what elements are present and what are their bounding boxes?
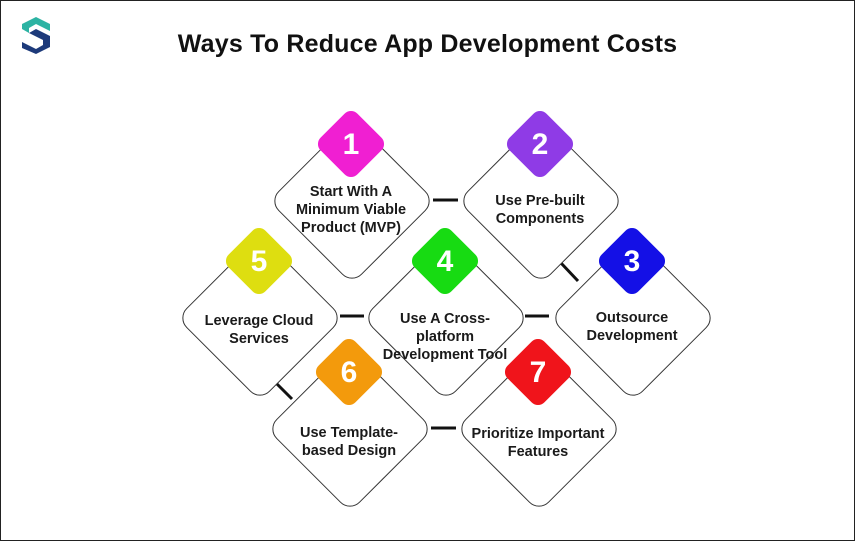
step-number-1: 1	[342, 128, 360, 161]
step-label-4: Use A Cross-platform Development Tool	[382, 311, 508, 363]
step-label-2: Use Pre-built Components	[495, 193, 585, 227]
step-number-2: 2	[531, 128, 549, 161]
step-label-6: Use Template-based Design	[299, 425, 399, 459]
step-number-6: 6	[340, 356, 358, 389]
step-label-1: Start With A Minimum Viable Product (MVP…	[295, 184, 407, 236]
page-title: Ways To Reduce App Development Costs	[177, 30, 678, 58]
brand-logo-icon	[22, 17, 50, 54]
step-number-4: 4	[436, 245, 454, 278]
step-number-7: 7	[529, 356, 547, 389]
step-label-5: Leverage Cloud Services	[204, 313, 314, 347]
step-number-3: 3	[623, 245, 641, 278]
step-number-5: 5	[250, 245, 268, 278]
step-label-3: Outsource Development	[586, 310, 678, 344]
step-label-7: Prioritize Important Features	[471, 426, 605, 460]
